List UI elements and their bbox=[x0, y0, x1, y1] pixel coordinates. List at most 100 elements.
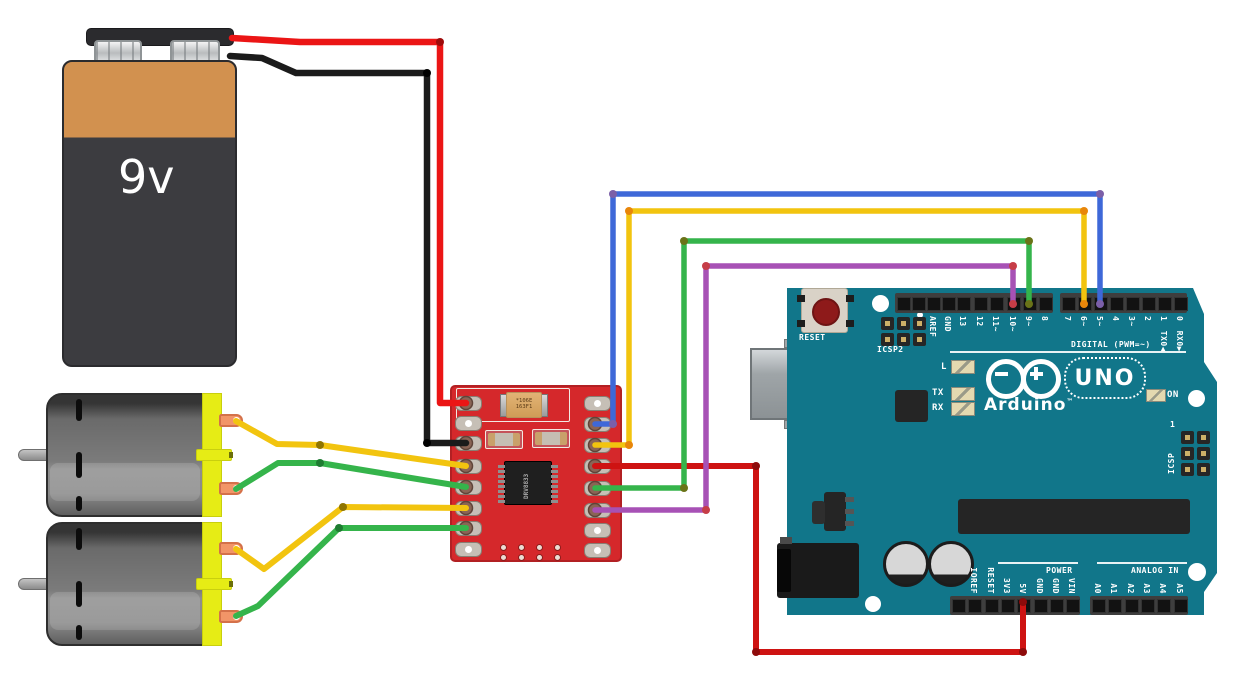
driver-pad-right[interactable] bbox=[584, 523, 611, 538]
driver-pad-right[interactable] bbox=[584, 396, 611, 411]
icsp2-pin[interactable] bbox=[913, 317, 926, 330]
pin-label-GND: GND bbox=[943, 316, 952, 332]
driver-pad-right[interactable] bbox=[584, 543, 611, 558]
driver-pad-left[interactable] bbox=[455, 416, 482, 431]
analog-pin-A4[interactable] bbox=[1157, 599, 1171, 613]
analog-pin-A3[interactable] bbox=[1141, 599, 1155, 613]
icsp-pin-r[interactable] bbox=[1197, 431, 1210, 444]
chip-marking: DRV8833 bbox=[523, 473, 530, 499]
pin-label-GND: GND bbox=[1035, 578, 1044, 594]
reset-button[interactable] bbox=[797, 288, 854, 333]
led-tx-label: TX bbox=[932, 388, 944, 398]
pin-label-A3: A3 bbox=[1142, 583, 1151, 594]
wire-motor1-yellow[interactable] bbox=[233, 418, 469, 469]
icsp2-pin[interactable] bbox=[881, 317, 894, 330]
led-on-label: ON bbox=[1167, 390, 1179, 400]
digital-pin-11[interactable] bbox=[990, 297, 1004, 311]
battery-voltage-label: 9v bbox=[118, 150, 175, 204]
icsp2-pin[interactable] bbox=[913, 333, 926, 346]
trademark: ™ bbox=[1066, 397, 1075, 406]
wire-battery-negative[interactable] bbox=[226, 52, 470, 447]
pin-label-3: 3~ bbox=[1127, 316, 1136, 327]
power-pin-GND[interactable] bbox=[1034, 599, 1048, 613]
wire-motor1-green[interactable] bbox=[233, 460, 469, 492]
motor1-highlight bbox=[50, 463, 200, 501]
motor1-slot bbox=[76, 399, 82, 421]
driver-via bbox=[500, 544, 507, 551]
digital-pin-1[interactable] bbox=[1158, 297, 1172, 311]
motor2-highlight bbox=[50, 592, 200, 630]
chip-pin bbox=[498, 470, 505, 473]
digital-pin-8[interactable] bbox=[1039, 297, 1053, 311]
digital-pin-GND[interactable] bbox=[942, 297, 956, 311]
power-caption: POWER bbox=[1046, 566, 1073, 575]
regulator-leg bbox=[845, 509, 854, 514]
icsp2-label: ICSP2 bbox=[877, 345, 904, 354]
pin-label-A1: A1 bbox=[1109, 583, 1118, 594]
led-on bbox=[1146, 389, 1166, 402]
motor1-tab bbox=[196, 449, 232, 461]
icsp2-pin[interactable] bbox=[897, 333, 910, 346]
regulator-leg bbox=[845, 497, 854, 502]
pin-label-3V3: 3V3 bbox=[1002, 578, 1011, 594]
pin-label-11: 11~ bbox=[991, 316, 1000, 332]
chip-pin bbox=[498, 490, 505, 493]
wire-motor2-yellow[interactable] bbox=[233, 504, 469, 572]
pin-label-4: 4 bbox=[1111, 316, 1120, 322]
analog-pin-A2[interactable] bbox=[1125, 599, 1139, 613]
uno-model-badge: UNO bbox=[1064, 357, 1146, 399]
digital-pin-3[interactable] bbox=[1126, 297, 1140, 311]
pin-label-8: 8 bbox=[1040, 316, 1049, 322]
power-pin-GND[interactable] bbox=[1050, 599, 1064, 613]
digital-pin-12[interactable] bbox=[974, 297, 988, 311]
icsp-pin-r[interactable] bbox=[1197, 447, 1210, 460]
icsp2-pin[interactable] bbox=[881, 333, 894, 346]
icsp-pin-r[interactable] bbox=[1181, 463, 1194, 476]
driver-pad-left[interactable] bbox=[455, 542, 482, 557]
digital-pin[interactable] bbox=[912, 297, 926, 311]
analog-pin-A5[interactable] bbox=[1174, 599, 1188, 613]
driver-via bbox=[536, 544, 543, 551]
digital-pin-7[interactable] bbox=[1062, 297, 1076, 311]
barrel-jack-tab bbox=[780, 537, 792, 544]
icsp-pin-r[interactable] bbox=[1197, 463, 1210, 476]
regulator-tab bbox=[812, 501, 825, 524]
digital-pin-4[interactable] bbox=[1110, 297, 1124, 311]
wire-motor2-green[interactable] bbox=[233, 525, 469, 619]
motor2-shaft bbox=[18, 578, 48, 590]
power-pin-3V3[interactable] bbox=[1001, 599, 1015, 613]
motor1-slot bbox=[76, 452, 82, 478]
digital-pin-AREF[interactable] bbox=[927, 297, 941, 311]
led-rx-label: RX bbox=[932, 403, 944, 413]
icsp-pin-r[interactable] bbox=[1181, 447, 1194, 460]
power-separator-line bbox=[998, 562, 1078, 564]
digital-pin-13[interactable] bbox=[957, 297, 971, 311]
pin-label-2: 2 bbox=[1143, 316, 1152, 322]
analog-caption: ANALOG IN bbox=[1131, 566, 1179, 575]
regulator-leg bbox=[845, 521, 854, 526]
icsp-pin-r[interactable] bbox=[1181, 431, 1194, 444]
power-pin-VIN[interactable] bbox=[1066, 599, 1080, 613]
mounting-hole bbox=[872, 295, 889, 312]
chip-pin bbox=[498, 480, 505, 483]
power-pin-IOREF[interactable] bbox=[968, 599, 982, 613]
driver-via bbox=[554, 554, 561, 561]
power-pin-RESET[interactable] bbox=[985, 599, 999, 613]
icsp2-pin[interactable] bbox=[897, 317, 910, 330]
uno-label: UNO bbox=[1074, 365, 1136, 391]
digital-pin-2[interactable] bbox=[1142, 297, 1156, 311]
motor2-slot bbox=[76, 625, 82, 640]
analog-pin-A1[interactable] bbox=[1108, 599, 1122, 613]
mounting-hole bbox=[865, 596, 881, 612]
analog-pin-A0[interactable] bbox=[1092, 599, 1106, 613]
pin-label-RESET: RESET bbox=[986, 567, 995, 594]
logo-minus bbox=[995, 372, 1008, 376]
digital-pin[interactable] bbox=[897, 297, 911, 311]
power-pin[interactable] bbox=[952, 599, 966, 613]
analog-separator-line bbox=[1097, 562, 1187, 564]
pin-label-AREF: AREF bbox=[928, 316, 937, 338]
driver-via bbox=[518, 544, 525, 551]
digital-pin-0[interactable] bbox=[1174, 297, 1188, 311]
chip-pin bbox=[498, 495, 505, 498]
wire-battery-positive[interactable] bbox=[228, 34, 470, 407]
